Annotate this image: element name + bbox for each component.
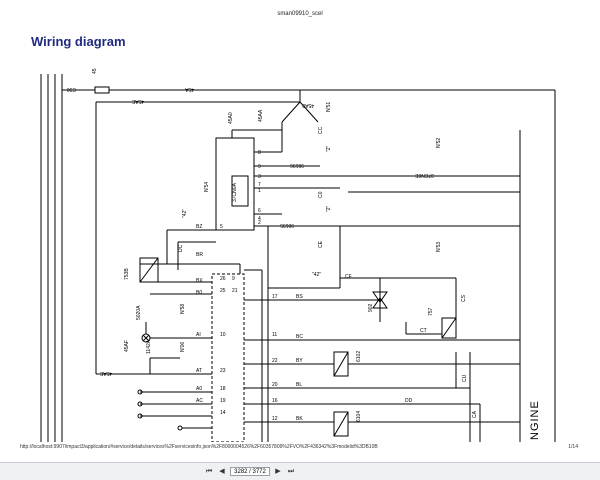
component-label: N'51 <box>326 102 332 112</box>
component-label: N'52 <box>436 138 442 148</box>
document-name: sman09910_scel <box>277 11 323 17</box>
cable-label: AT <box>196 368 202 374</box>
cable-label: BX <box>196 278 203 284</box>
cable-label: CE <box>318 240 324 248</box>
wire-id: 18 <box>220 386 226 392</box>
cable-label: 45AE <box>99 370 112 376</box>
cable-label: BY <box>296 358 303 364</box>
component-label: 5020A <box>136 305 142 320</box>
skip-last-icon[interactable]: ⏭ <box>287 468 295 475</box>
wire-id: 17 <box>272 294 278 300</box>
wire-id: 16 <box>272 398 278 404</box>
wire-id: 9 <box>232 276 235 282</box>
cable-label: BK <box>296 416 303 422</box>
wire-id: 10 <box>220 332 226 338</box>
pdf-viewer-toolbar: ⏮ ◀ 3282 / 3772 ▶ ⏭ <box>0 462 600 480</box>
component-label: 753B <box>124 268 130 280</box>
component-label: "42" <box>182 209 188 218</box>
wire-id: 20 <box>272 382 278 388</box>
wire-id: CC <box>318 126 324 134</box>
cable-label: 90195 <box>280 222 294 228</box>
prev-icon[interactable]: ◀ <box>219 468 225 475</box>
component-label: "2" <box>326 205 332 212</box>
wire-id: 23 <box>220 368 226 374</box>
page-number-input[interactable]: 3282 / 3772 <box>230 467 270 476</box>
cable-label: CT <box>420 328 427 334</box>
next-icon[interactable]: ▶ <box>275 468 281 475</box>
cable-label: 37CN0A <box>232 182 238 202</box>
skip-first-icon[interactable]: ⏮ <box>205 468 213 475</box>
page-navigation: ⏮ ◀ 3282 / 3772 ▶ ⏭ <box>204 466 296 477</box>
wire-id: 4 <box>258 216 261 222</box>
wire-id: C0 <box>318 191 324 198</box>
cable-label: BR <box>196 252 203 258</box>
cable-label: DD <box>405 398 413 404</box>
wire-id: 12 <box>272 416 278 422</box>
cable-label: A0 <box>196 386 202 392</box>
page-title: Wiring diagram <box>31 34 126 49</box>
cable-label: 45A0 <box>302 102 314 108</box>
cable-label: CA <box>472 410 478 418</box>
cable-label: BC <box>296 334 303 340</box>
component-label: N'53 <box>436 242 442 252</box>
cable-label: C90 <box>67 86 76 92</box>
wiring-diagram: C90 45 45A 45AE 45A0 45A0 45AA 90196 37C… <box>40 68 556 442</box>
wire-id: 6 <box>258 208 261 214</box>
component-label: 1142A <box>146 339 152 354</box>
component-label: N'54 <box>204 182 210 192</box>
component-label: "42" <box>312 272 321 278</box>
component-label: N'06 <box>180 342 186 352</box>
wire-id: 9 <box>258 164 261 170</box>
cable-label: 45 <box>92 68 98 74</box>
engine-label: NGINE <box>529 400 541 440</box>
wire-id: 3 <box>258 174 261 180</box>
cable-label: BZ <box>196 224 202 230</box>
wire-id: 7 <box>258 182 261 188</box>
component-label: N'58 <box>180 304 186 314</box>
wire-id: 1 <box>258 188 261 194</box>
wire-id: 22 <box>272 358 278 364</box>
wire-id: 19 <box>220 398 226 404</box>
component-label: 6104 <box>356 411 362 422</box>
cable-label: CU <box>462 374 468 382</box>
wire-id: 5 <box>220 224 223 230</box>
cable-label: CF <box>345 274 352 280</box>
wire-id: 2 <box>258 220 261 226</box>
cable-label: 90196 <box>290 162 304 168</box>
cable-label: 37CN0E <box>414 172 434 178</box>
wire-id: 21 <box>232 288 238 294</box>
cable-label: 45A0 <box>228 112 234 124</box>
cable-label: BL <box>296 382 302 388</box>
component-label: 6102 <box>356 351 362 362</box>
wire-id: 26 <box>220 276 226 282</box>
component-label: 757 <box>428 307 434 316</box>
cable-label: B0 <box>196 290 202 296</box>
wire-id: 8 <box>258 150 261 156</box>
cable-label: 45A <box>184 86 194 92</box>
component-label: "2" <box>326 145 332 152</box>
wire-id: 14 <box>220 410 226 416</box>
footer-page-number: 1/14 <box>568 444 578 450</box>
cable-label: AI <box>196 332 201 338</box>
cable-label: AC <box>196 398 203 404</box>
cable-label: 45AA <box>258 109 264 122</box>
component-label: 902 <box>368 303 374 312</box>
cable-label: DC <box>178 244 184 252</box>
wire-id: 25 <box>220 288 226 294</box>
cable-label: 45AE <box>131 98 144 104</box>
cable-label: 45AF <box>124 340 130 352</box>
wire-id: 11 <box>272 332 277 338</box>
footer-url: http://localhost:9907/impact3/applicatio… <box>20 444 378 450</box>
cable-label: BS <box>296 294 303 300</box>
cable-label: CS <box>461 294 467 302</box>
